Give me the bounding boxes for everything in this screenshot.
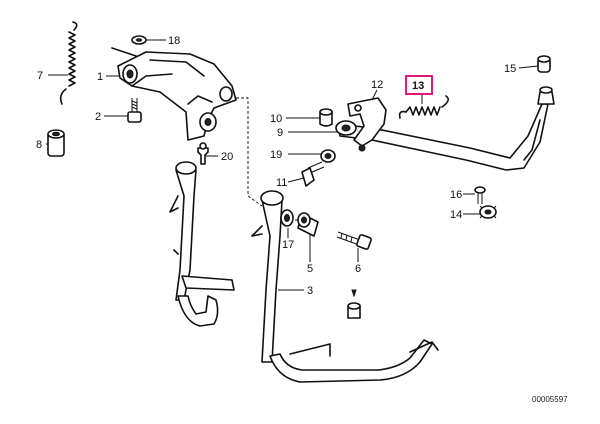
screw-part-16[interactable] — [474, 186, 486, 204]
label-part-6: 6 — [355, 263, 361, 275]
rubber-part-10[interactable] — [319, 108, 333, 127]
nut-part-14[interactable] — [479, 205, 497, 219]
label-part-11: 11 — [276, 177, 287, 189]
highlight-box-part-13 — [405, 75, 433, 95]
label-part-10: 10 — [270, 113, 282, 125]
label-part-17: 17 — [282, 239, 294, 251]
bolt-part-11[interactable] — [301, 161, 325, 187]
spring-part-7[interactable] — [59, 21, 78, 105]
label-part-18: 18 — [168, 35, 180, 47]
bolt-part-2[interactable] — [127, 98, 142, 123]
label-part-19: 19 — [270, 149, 282, 161]
label-part-1: 1 — [97, 71, 103, 83]
label-part-2: 2 — [95, 111, 101, 123]
label-part-20: 20 — [221, 151, 233, 163]
image-reference-number: 00005597 — [532, 395, 568, 404]
label-part-12: 12 — [371, 79, 383, 91]
stand-frame-part-3[interactable] — [169, 161, 439, 383]
label-part-15: 15 — [504, 63, 516, 75]
label-part-16: 16 — [450, 189, 462, 201]
label-part-8: 8 — [36, 139, 42, 151]
bushing-part-5[interactable] — [297, 212, 319, 237]
label-part-14: 14 — [450, 209, 462, 221]
bushing-part-19[interactable] — [320, 149, 336, 163]
spring-part-13[interactable] — [398, 95, 450, 119]
label-part-9: 9 — [277, 127, 283, 139]
small-bushing[interactable] — [347, 289, 361, 319]
label-part-3: 3 — [307, 285, 313, 297]
side-stand-part-9[interactable] — [335, 86, 555, 171]
label-part-5: 5 — [307, 263, 313, 275]
bracket-part-1[interactable] — [111, 47, 237, 141]
label-part-13: 13 — [412, 80, 424, 92]
label-part-7: 7 — [37, 70, 43, 82]
cap-part-15[interactable] — [537, 55, 551, 73]
plate-part-12[interactable] — [347, 97, 387, 152]
nipple-part-20[interactable] — [197, 142, 209, 165]
bushing-part-8[interactable] — [47, 129, 65, 157]
washer-part-18[interactable] — [131, 35, 147, 45]
part-labels: 7 1 2 8 18 20 12 13 10 9 19 11 15 16 14 … — [36, 35, 568, 404]
washer-part-17[interactable] — [280, 209, 294, 227]
bolt-part-6[interactable] — [336, 231, 372, 250]
leader-lines — [46, 39, 539, 291]
